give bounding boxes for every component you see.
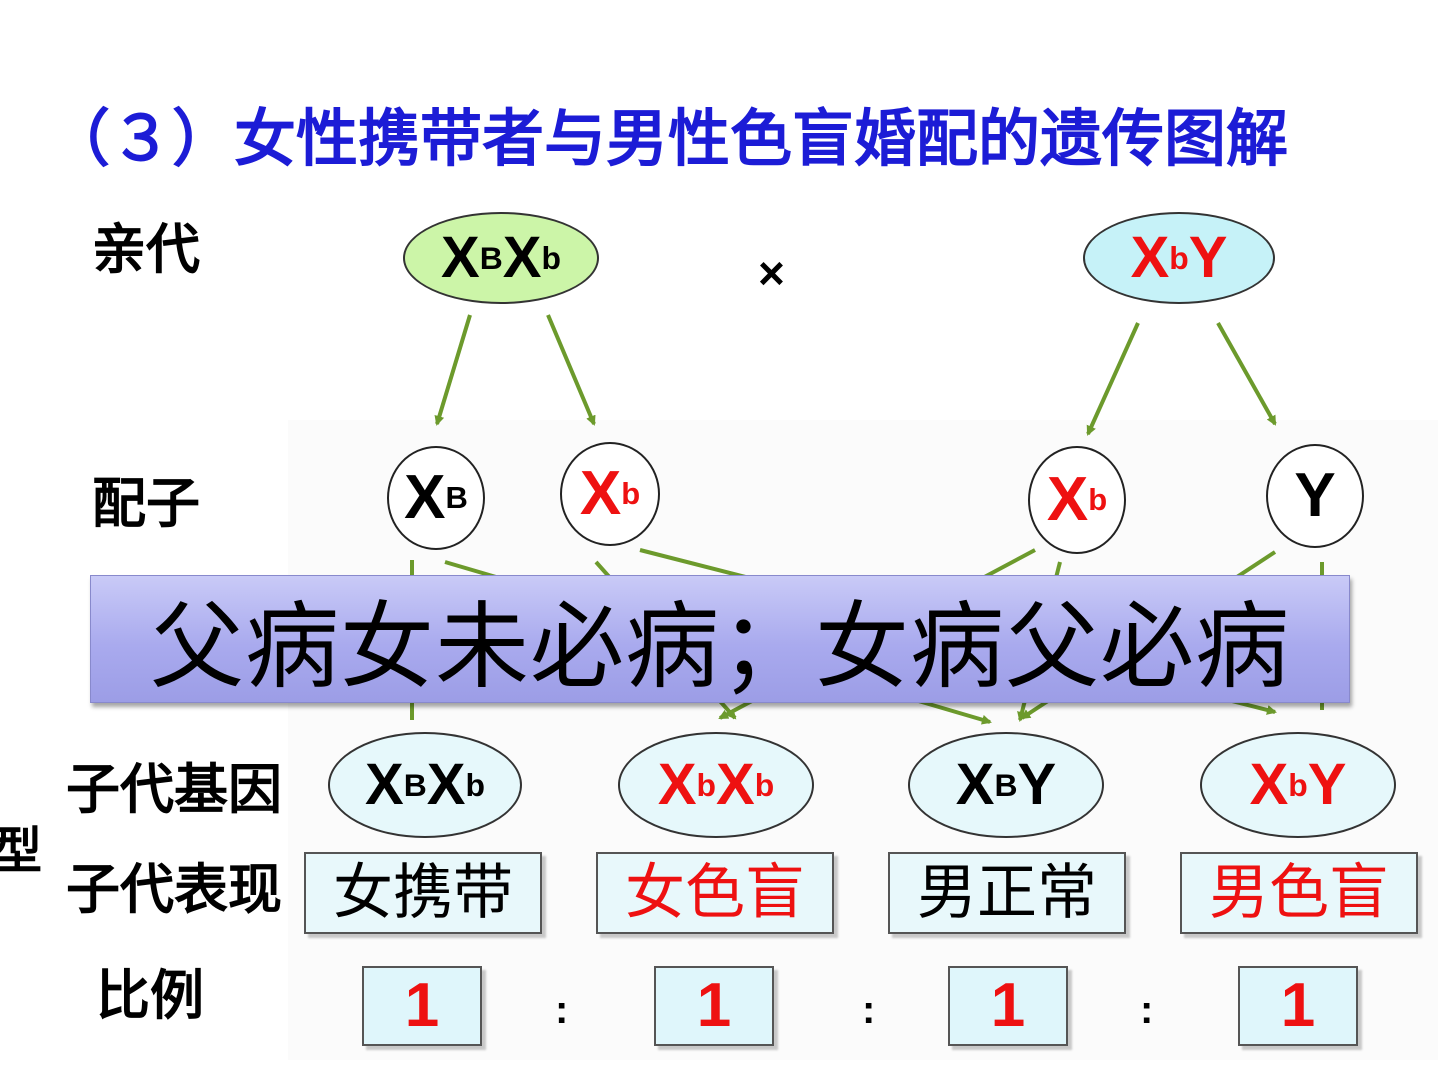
gamete-3-allele: X <box>1046 465 1089 534</box>
edge-clipped-char: 型 <box>0 821 42 880</box>
offspring-3-allele-2: Y <box>1017 752 1057 817</box>
arrow-mother-to-gamete-2 <box>546 314 596 426</box>
phenotype-box-2: 女色盲 <box>596 852 834 934</box>
ratio-separator-1: : <box>555 988 569 1032</box>
offspring-4-allele-2: Y <box>1307 752 1347 817</box>
cross-symbol: × <box>758 247 785 299</box>
gamete-father-2: Y <box>1266 444 1364 548</box>
phenotype-box-4: 男色盲 <box>1180 852 1418 934</box>
label-ratio: 比例 <box>96 963 204 1027</box>
offspring-1-allele-1: X <box>365 752 404 817</box>
phenotype-box-1: 女携带 <box>304 852 542 934</box>
arrow-father-to-gamete-3 <box>1086 322 1140 436</box>
gamete-4-allele: Y <box>1294 461 1336 530</box>
diagram-title: （３）女性携带者与男性色盲婚配的遗传图解 <box>48 102 1289 175</box>
gamete-1-allele: X <box>404 463 446 532</box>
ratio-box-3: 1 <box>948 966 1068 1046</box>
offspring-2-allele-1: X <box>657 752 697 817</box>
offspring-2-allele-2: X <box>716 752 755 817</box>
ratio-box-2: 1 <box>654 966 774 1046</box>
mother-allele-2: X <box>502 225 542 290</box>
father-allele-1: X <box>1130 225 1170 290</box>
label-gametes: 配子 <box>92 471 200 535</box>
mother-allele-1: X <box>441 225 480 290</box>
ratio-box-1: 1 <box>362 966 482 1046</box>
ratio-box-4: 1 <box>1238 966 1358 1046</box>
phenotype-box-3: 男正常 <box>888 852 1126 934</box>
father-allele-2: Y <box>1188 225 1228 290</box>
offspring-3-allele-1: X <box>955 752 995 817</box>
label-parents: 亲代 <box>92 217 200 281</box>
ratio-separator-2: : <box>862 988 876 1032</box>
label-offspring-genotype: 子代基因 <box>66 757 282 821</box>
arrow-mother-to-gamete-1 <box>434 314 472 426</box>
label-offspring-phenotype: 子代表现 <box>66 857 282 921</box>
offspring-4-allele-1: X <box>1249 752 1289 817</box>
arrow-father-to-gamete-4 <box>1216 322 1277 426</box>
ratio-separator-3: : <box>1140 988 1154 1032</box>
offspring-1-allele-2: X <box>426 752 466 817</box>
gamete-2-allele: X <box>579 459 622 528</box>
conclusion-banner: 父病女未必病；女病父必病 <box>90 575 1350 703</box>
